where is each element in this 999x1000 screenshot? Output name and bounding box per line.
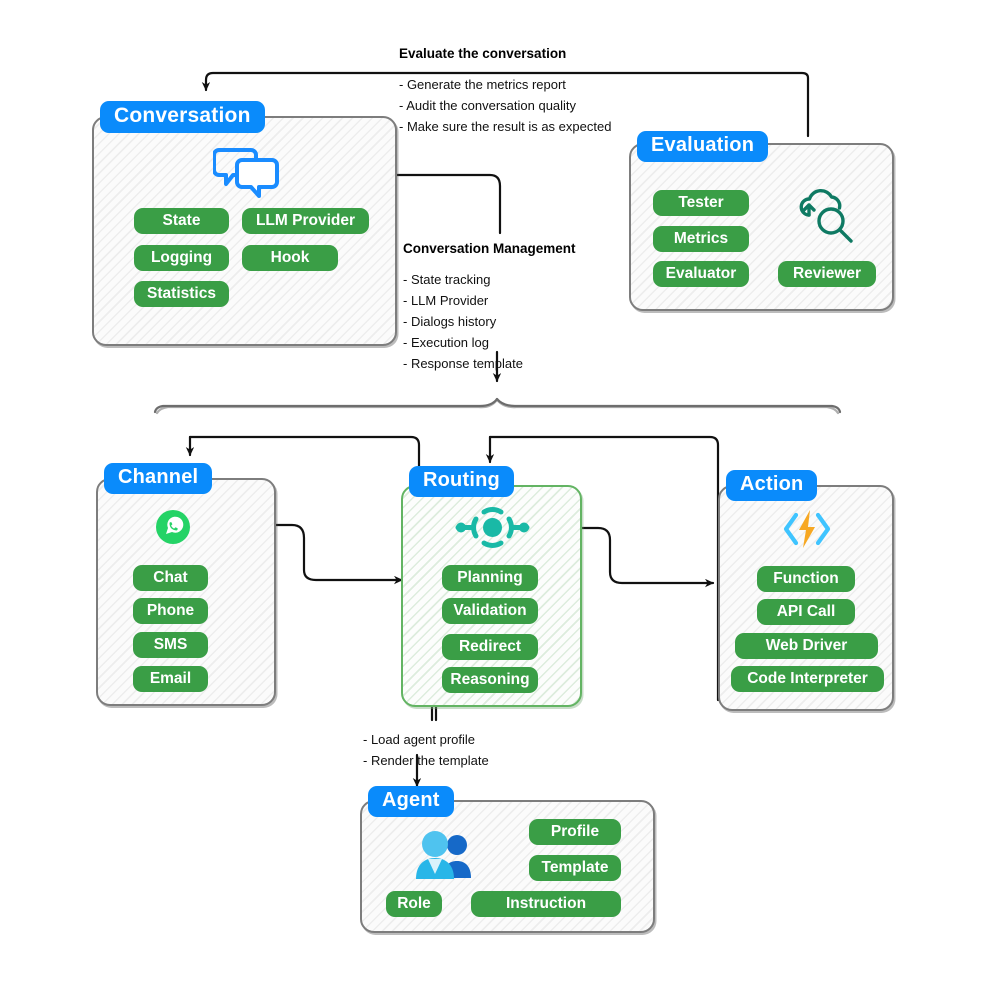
annotation-conversation-management-line-2: - LLM Provider [403, 293, 489, 309]
tag-template[interactable]: Template [529, 855, 621, 881]
tag-phone[interactable]: Phone [133, 598, 208, 624]
code-bolt-icon [781, 508, 833, 550]
annotation-evaluate-line-2: - Audit the conversation quality [399, 98, 577, 114]
whatsapp-icon [155, 509, 191, 545]
annotation-conversation-management-title: Conversation Management [403, 241, 576, 256]
tag-planning[interactable]: Planning [442, 565, 538, 591]
tag-evaluator[interactable]: Evaluator [653, 261, 749, 287]
tag-instruction[interactable]: Instruction [471, 891, 621, 917]
module-title-routing: Routing [409, 466, 514, 497]
tag-chat[interactable]: Chat [133, 565, 208, 591]
module-channel[interactable] [96, 478, 276, 706]
annotation-conversation-management-line-3: - Dialogs history [403, 314, 497, 330]
annotation-evaluate: Evaluate the conversation - Generate the… [399, 46, 611, 137]
tag-code-interpreter[interactable]: Code Interpreter [731, 666, 884, 692]
tag-logging[interactable]: Logging [134, 245, 229, 271]
tag-llm-provider[interactable]: LLM Provider [242, 208, 369, 234]
tag-sms[interactable]: SMS [133, 632, 208, 658]
annotation-agent-flow-line-2: - Render the template [363, 753, 489, 769]
tag-metrics[interactable]: Metrics [653, 226, 749, 252]
module-title-conversation: Conversation [100, 101, 265, 134]
annotation-conversation-management-line-1: - State tracking [403, 272, 491, 287]
annotation-agent-flow: - Load agent profile - Render the templa… [363, 729, 489, 771]
cloud-search-icon [795, 185, 857, 247]
tag-redirect[interactable]: Redirect [442, 634, 538, 660]
tag-api-call[interactable]: API Call [757, 599, 855, 625]
tag-web-driver[interactable]: Web Driver [735, 633, 878, 659]
annotation-evaluate-line-3: - Make sure the result is as expected [399, 119, 612, 135]
tag-state[interactable]: State [134, 208, 229, 234]
tag-tester[interactable]: Tester [653, 190, 749, 216]
annotation-conversation-management-line-4: - Execution log [403, 335, 489, 351]
annotation-agent-flow-line-1: - Load agent profile [363, 732, 476, 747]
annotation-conversation-management: Conversation Management - State tracking… [403, 241, 576, 374]
tag-validation[interactable]: Validation [442, 598, 538, 624]
module-title-evaluation: Evaluation [637, 131, 769, 162]
annotation-conversation-management-line-5: - Response template [403, 356, 523, 372]
tag-statistics[interactable]: Statistics [134, 281, 229, 307]
tag-profile[interactable]: Profile [529, 819, 621, 845]
module-title-action: Action [726, 470, 818, 501]
tag-function[interactable]: Function [757, 566, 855, 592]
tag-role[interactable]: Role [386, 891, 442, 917]
tag-reasoning[interactable]: Reasoning [442, 667, 538, 693]
routing-node-icon [455, 505, 530, 550]
annotation-evaluate-line-1: - Generate the metrics report [399, 77, 566, 92]
annotation-evaluate-title: Evaluate the conversation [399, 46, 567, 61]
tag-reviewer[interactable]: Reviewer [778, 261, 876, 287]
tag-hook[interactable]: Hook [242, 245, 338, 271]
module-title-channel: Channel [104, 463, 213, 494]
users-icon [413, 828, 475, 880]
module-title-agent: Agent [368, 786, 454, 817]
chat-bubbles-icon [212, 146, 279, 198]
tag-email[interactable]: Email [133, 666, 208, 692]
